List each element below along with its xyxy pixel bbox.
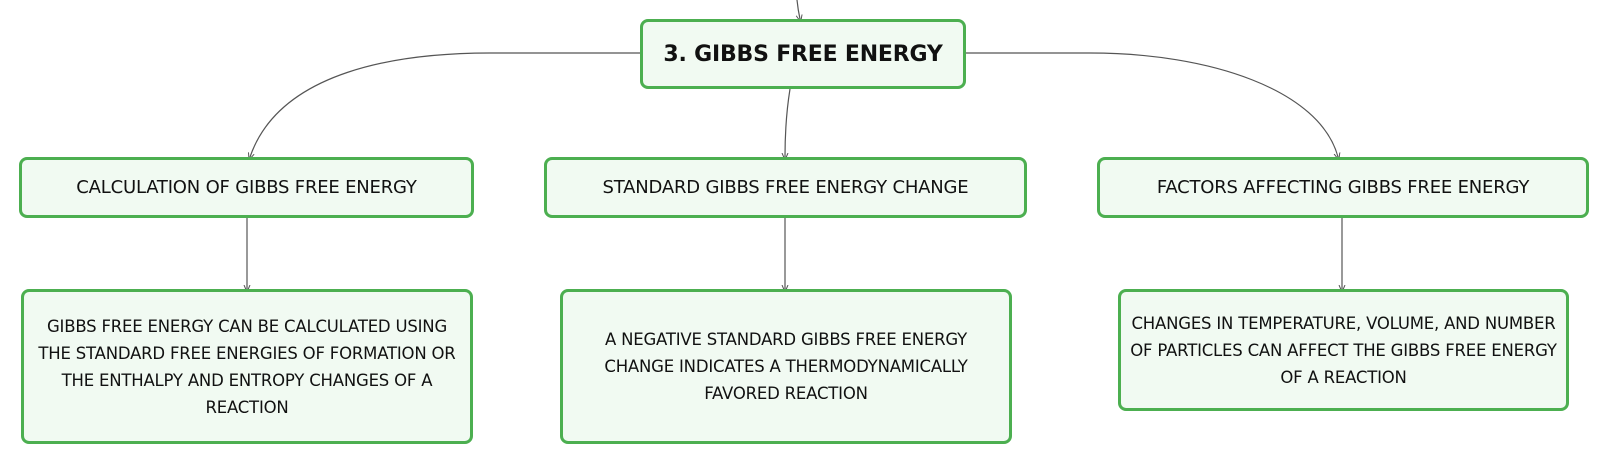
connector-root-to-topic-3 [966,52,1338,157]
connector-root-to-topic-2 [785,88,791,157]
topic-node-factors[interactable]: FACTORS AFFECTING GIBBS FREE ENERGY [1097,157,1589,218]
connector-root-to-topic-1 [250,52,640,157]
root-node-label: 3. GIBBS FREE ENERGY [663,41,943,67]
topic-node-label: CALCULATION OF GIBBS FREE ENERGY [76,177,417,198]
detail-node-text: GIBBS FREE ENERGY CAN BE CALCULATED USIN… [38,316,456,417]
topic-node-calculation[interactable]: CALCULATION OF GIBBS FREE ENERGY [19,157,474,218]
detail-node-text: A NEGATIVE STANDARD GIBBS FREE ENERGY CH… [604,330,968,403]
topic-node-label: STANDARD GIBBS FREE ENERGY CHANGE [602,177,969,198]
topic-node-standard-change[interactable]: STANDARD GIBBS FREE ENERGY CHANGE [544,157,1027,218]
detail-node-factors[interactable]: CHANGES IN TEMPERATURE, VOLUME, AND NUMB… [1118,289,1569,411]
root-node[interactable]: 3. GIBBS FREE ENERGY [640,19,966,89]
incoming-connector [797,0,800,19]
detail-node-text: CHANGES IN TEMPERATURE, VOLUME, AND NUMB… [1130,313,1557,387]
detail-node-calculation[interactable]: GIBBS FREE ENERGY CAN BE CALCULATED USIN… [21,289,473,444]
detail-node-standard-change[interactable]: A NEGATIVE STANDARD GIBBS FREE ENERGY CH… [560,289,1012,444]
topic-node-label: FACTORS AFFECTING GIBBS FREE ENERGY [1156,177,1530,198]
